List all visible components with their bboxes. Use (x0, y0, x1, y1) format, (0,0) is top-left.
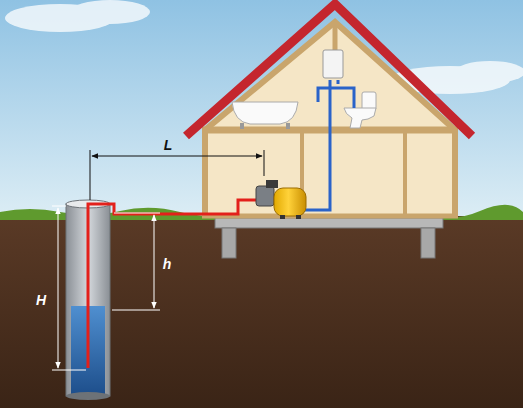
dimension-big-h (52, 206, 86, 370)
dimension-l (90, 150, 264, 200)
house (186, 4, 472, 218)
dimension-label: H (34, 292, 48, 308)
dimension-label: L (162, 137, 175, 153)
foundation (215, 218, 443, 258)
bathtub (232, 102, 298, 129)
supply-pipe (300, 80, 354, 210)
sky (0, 0, 523, 218)
pump (256, 180, 306, 219)
dimension-label: h (161, 256, 174, 272)
water-heater (323, 50, 343, 78)
toilet (344, 92, 376, 128)
dimension-h (112, 213, 160, 310)
suction-pipe (88, 200, 258, 368)
